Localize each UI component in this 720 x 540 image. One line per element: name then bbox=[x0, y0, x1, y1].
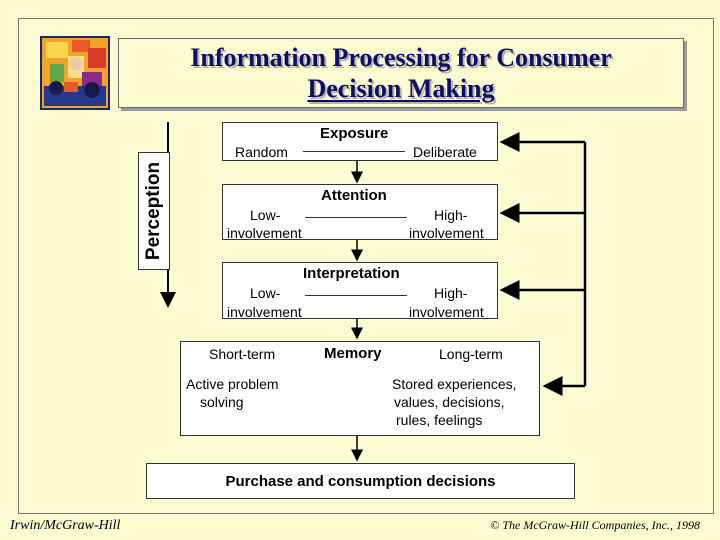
interpretation-box: Interpretation Low- involvement High- in… bbox=[222, 262, 498, 320]
memory-box: Short-term Memory Long-term Active probl… bbox=[180, 341, 540, 436]
memory-solving-label: solving bbox=[200, 394, 244, 410]
memory-rules-feelings-label: rules, feelings bbox=[396, 412, 483, 428]
attention-left-label-2: involvement bbox=[227, 225, 302, 241]
interpretation-left-label-1: Low- bbox=[250, 285, 281, 301]
slide-frame bbox=[18, 18, 714, 514]
attention-title: Attention bbox=[321, 187, 387, 204]
memory-values-decisions-label: values, decisions, bbox=[394, 394, 505, 410]
title-box: Information Processing for Consumer Deci… bbox=[118, 38, 684, 108]
exposure-right-label: Deliberate bbox=[413, 144, 477, 160]
footer-publisher: Irwin/McGraw-Hill bbox=[10, 518, 121, 533]
decisions-box: Purchase and consumption decisions bbox=[146, 463, 575, 499]
attention-box: Attention Low- involvement High- involve… bbox=[222, 184, 498, 241]
memory-active-problem-label: Active problem bbox=[186, 376, 279, 392]
exposure-continuum-line bbox=[303, 151, 405, 152]
exposure-title: Exposure bbox=[320, 125, 389, 142]
memory-short-term-label: Short-term bbox=[209, 346, 276, 362]
attention-right-label-1: High- bbox=[434, 207, 468, 223]
perception-label: Perception bbox=[143, 161, 164, 261]
interpretation-continuum-line bbox=[305, 295, 407, 296]
clipart-logo-image bbox=[42, 38, 108, 108]
perception-box: Perception bbox=[138, 152, 170, 270]
footer-copyright: © The McGraw-Hill Companies, Inc., 1998 bbox=[490, 518, 700, 532]
title-line-1: Information Processing for Consumer bbox=[190, 43, 612, 72]
page-title: Information Processing for Consumer Deci… bbox=[119, 42, 683, 104]
memory-title: Memory bbox=[324, 345, 382, 362]
memory-long-term-label: Long-term bbox=[439, 346, 503, 362]
exposure-left-label: Random bbox=[235, 144, 288, 160]
attention-continuum-line bbox=[305, 217, 407, 218]
interpretation-right-label-1: High- bbox=[434, 285, 468, 301]
clipart-logo bbox=[40, 36, 110, 110]
interpretation-left-label-2: involvement bbox=[227, 304, 302, 320]
title-line-2: Decision Making bbox=[307, 74, 495, 103]
attention-left-label-1: Low- bbox=[250, 207, 281, 223]
interpretation-title: Interpretation bbox=[303, 265, 400, 282]
attention-right-label-2: involvement bbox=[409, 225, 484, 241]
memory-stored-experiences-label: Stored experiences, bbox=[392, 376, 517, 392]
decisions-label: Purchase and consumption decisions bbox=[225, 473, 496, 490]
exposure-box: Exposure Random Deliberate bbox=[222, 122, 498, 161]
interpretation-right-label-2: involvement bbox=[409, 304, 484, 320]
